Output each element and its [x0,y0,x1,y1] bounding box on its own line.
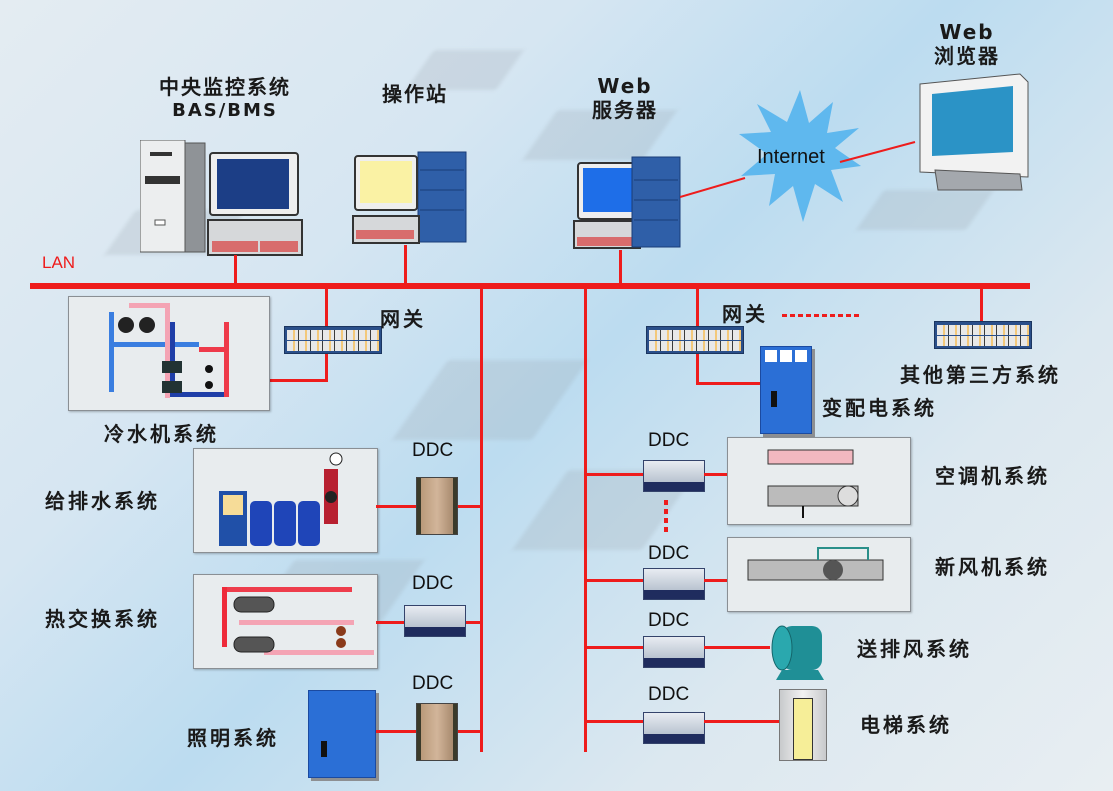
chiller-icon [109,303,229,398]
wire-fresh-air-trunk [586,579,644,582]
gateway-left-label: 网关 [380,307,426,331]
wire-elevator-trunk [586,720,644,723]
internet-label: Internet [757,146,825,168]
power-system-label: 变配电系统 [822,396,937,420]
wire-ahu-trunk [586,473,644,476]
fresh-air-label: 新风机系统 [935,555,1050,579]
wire-heat-panel [376,621,406,624]
ddc-label-water: DDC [412,440,454,461]
central-monitor-subtitle: BAS/BMS [172,100,278,121]
ddc-label-heat: DDC [412,573,454,594]
web-browser-label: Web 浏览器 [912,20,1022,68]
ddc-label-ahu: DDC [648,430,690,451]
operator-station-label: 操作站 [382,82,448,106]
wire-web-server [619,250,622,285]
air-handler-icon [767,449,859,518]
wire-chiller [248,379,328,382]
chiller-label: 冷水机系统 [104,422,219,446]
water-system-diagram [193,448,378,553]
wire-ventilation-trunk [586,646,644,649]
fresh-air-diagram [727,537,911,612]
gateway-left-icon [284,326,382,354]
chiller-diagram [68,296,270,411]
web-browser-title: Web [939,20,995,44]
wire-lighting-trunk [456,730,482,733]
lan-label: LAN [42,253,76,272]
desktop-computer-icon [140,140,303,256]
ventilation-label: 送排风系统 [857,637,972,661]
wire-elevator-device [704,720,780,723]
elevator-icon [779,689,827,761]
fresh-air-unit-icon [747,547,884,581]
wire-fresh-air-panel [704,579,728,582]
wire-left-trunk [480,285,483,752]
wire-water-trunk [456,505,482,508]
workstation-icon [352,151,467,244]
ddc-label-lighting: DDC [412,673,454,694]
ddc-controller-heat-icon [404,605,466,637]
ddc-controller-water-icon [416,477,458,535]
gateway-right-icon [646,326,744,354]
gateway-continuation-dots [782,314,862,317]
monitor-icon [919,73,1029,191]
heat-exchange-diagram [193,574,378,669]
gateway-right-label: 网关 [722,302,768,326]
heat-exchanger-icon [222,587,374,655]
web-server-label: Web 服务器 [575,74,675,122]
wire-ventilation-device [704,646,770,649]
central-monitor-label: 中央监控系统 BAS/BMS [135,75,315,123]
elevator-label: 电梯系统 [860,713,952,737]
ddc-label-elevator: DDC [648,684,690,705]
web-server-subtitle: 服务器 [592,98,658,122]
lan-backbone [30,283,1030,289]
ddc-controller-ahu-icon [643,460,705,492]
power-cabinet-icon [760,346,812,434]
wire-ahu-panel [704,473,728,476]
wire-operator [404,245,407,285]
web-server-title: Web [597,74,653,98]
heat-exchange-label: 热交换系统 [45,607,160,631]
ddc-label-fresh-air: DDC [648,543,690,564]
wire-water-panel [376,505,416,508]
third-party-label: 其他第三方系统 [900,363,1061,387]
internet-cloud-icon [739,90,861,222]
ddc-controller-lighting-icon [416,703,458,761]
pump-icon [219,452,343,546]
ddc-continuation-dots [664,500,668,534]
wire-heat-trunk [462,621,482,624]
wire-power [696,382,760,385]
wire-internet [680,141,916,198]
server-icon [573,156,681,249]
wire-third-party [980,285,983,323]
ddc-label-ventilation: DDC [648,610,690,631]
lighting-label: 照明系统 [187,726,279,750]
lighting-cabinet-icon [308,690,376,778]
web-browser-subtitle: 浏览器 [934,44,1000,68]
central-monitor-title: 中央监控系统 [159,75,291,99]
ddc-controller-elevator-icon [643,712,705,744]
ahu-label: 空调机系统 [935,464,1050,488]
wire-right-trunk [584,285,587,752]
gateway-third-party-icon [934,321,1032,349]
ddc-controller-ventilation-icon [643,636,705,668]
ahu-diagram [727,437,911,525]
ddc-controller-fresh-air-icon [643,568,705,600]
wire-central [234,255,237,285]
fan-icon [771,625,824,680]
water-system-label: 给排水系统 [45,489,160,513]
wire-lighting-panel [376,730,416,733]
